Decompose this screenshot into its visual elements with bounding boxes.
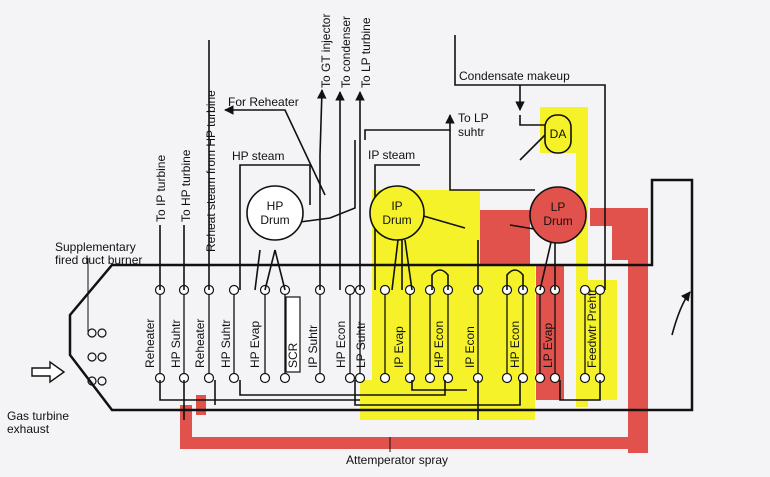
svg-text:Drum: Drum bbox=[382, 213, 411, 227]
supplementary-burner-label: Supplementary bbox=[55, 240, 136, 254]
scr-box bbox=[285, 296, 301, 373]
section-labels: Reheater HP Suhtr Reheater HP Suhtr HP Evap S… bbox=[143, 289, 599, 368]
header-node bbox=[579, 284, 591, 296]
for-reheater-label: For Reheater bbox=[228, 95, 299, 109]
section-label-reheater-2: Reheater bbox=[193, 319, 207, 368]
section-label-lp-evap: LP Evap bbox=[541, 323, 555, 368]
svg-text:DA: DA bbox=[550, 127, 567, 141]
ip-steam-label: IP steam bbox=[368, 148, 415, 162]
section-label-ip-suhtr: IP Suhtr bbox=[306, 325, 320, 368]
ip-drum: IP Drum bbox=[369, 185, 425, 241]
header-node bbox=[279, 372, 291, 384]
section-label-hp-econ-2: HP Econ bbox=[432, 321, 446, 368]
header-node bbox=[203, 372, 215, 384]
header-node bbox=[228, 372, 240, 384]
header-node bbox=[344, 372, 356, 384]
tube-banks bbox=[154, 284, 606, 384]
lp-drum: LP Drum bbox=[529, 186, 587, 244]
section-label-hp-econ-3: HP Econ bbox=[508, 321, 522, 368]
header-node bbox=[404, 284, 416, 296]
header-node bbox=[424, 284, 436, 296]
header-node bbox=[534, 372, 546, 384]
svg-text:suhtr: suhtr bbox=[458, 125, 485, 139]
header-node bbox=[379, 284, 391, 296]
gas-turbine-exhaust-label: Gas turbine bbox=[7, 409, 69, 423]
header-node bbox=[379, 372, 391, 384]
to-lp-turbine-label: To LP turbine bbox=[359, 17, 373, 88]
header-node bbox=[314, 372, 326, 384]
svg-text:Drum: Drum bbox=[543, 214, 572, 228]
section-label-hp-suhtr-1: HP Suhtr bbox=[169, 320, 183, 368]
header-node bbox=[424, 372, 436, 384]
svg-text:exhaust: exhaust bbox=[7, 422, 50, 436]
section-label-lp-suhtr: LP Suhtr bbox=[354, 322, 368, 368]
header-node bbox=[501, 372, 513, 384]
svg-text:Drum: Drum bbox=[260, 213, 289, 227]
svg-text:IP: IP bbox=[391, 199, 402, 213]
hp-steam-label: HP steam bbox=[232, 149, 284, 163]
duct-burner-icons bbox=[87, 328, 107, 386]
section-label-reheater-1: Reheater bbox=[143, 319, 157, 368]
section-label-ip-econ: IP Econ bbox=[463, 326, 477, 368]
svg-text:fired duct burner: fired duct burner bbox=[55, 253, 142, 267]
header-node bbox=[344, 284, 356, 296]
section-label-scr: SCR bbox=[286, 342, 300, 368]
to-lp-suhtr-label: To LP bbox=[458, 111, 489, 125]
svg-text:HP: HP bbox=[267, 199, 284, 213]
header-node bbox=[549, 372, 561, 384]
section-label-hp-econ-1: HP Econ bbox=[334, 321, 348, 368]
to-condenser-label: To condenser bbox=[339, 16, 353, 88]
vertical-labels: To GT injector To condenser To LP turbin… bbox=[154, 14, 373, 252]
section-label-ip-evap: IP Evap bbox=[392, 326, 406, 368]
header-node bbox=[579, 372, 591, 384]
reheat-steam-label: Reheat steam from HP turbine bbox=[204, 90, 218, 252]
to-ip-turbine-label: To IP turbine bbox=[154, 155, 168, 222]
attemperator-spray-label: Attemperator spray bbox=[346, 453, 448, 467]
header-node bbox=[228, 284, 240, 296]
header-node bbox=[404, 372, 416, 384]
header-node bbox=[354, 372, 366, 384]
section-label-feedwtr-prehtr: Feedwtr Prehtr bbox=[585, 289, 599, 368]
piping bbox=[31, 35, 691, 452]
section-label-hp-evap: HP Evap bbox=[248, 321, 262, 368]
section-label-hp-suhtr-2: HP Suhtr bbox=[219, 320, 233, 368]
text-labels: Condensate makeup For Reheater To LP suh… bbox=[7, 69, 570, 467]
hrsg-casing bbox=[68, 178, 694, 412]
condensate-makeup-label: Condensate makeup bbox=[459, 69, 570, 83]
hp-drum: HP Drum bbox=[246, 185, 304, 241]
to-hp-turbine-label: To HP turbine bbox=[179, 149, 193, 222]
to-gt-injector-label: To GT injector bbox=[319, 14, 333, 88]
header-node bbox=[259, 372, 271, 384]
svg-text:LP: LP bbox=[551, 200, 566, 214]
da-vessel: DA bbox=[544, 114, 572, 154]
